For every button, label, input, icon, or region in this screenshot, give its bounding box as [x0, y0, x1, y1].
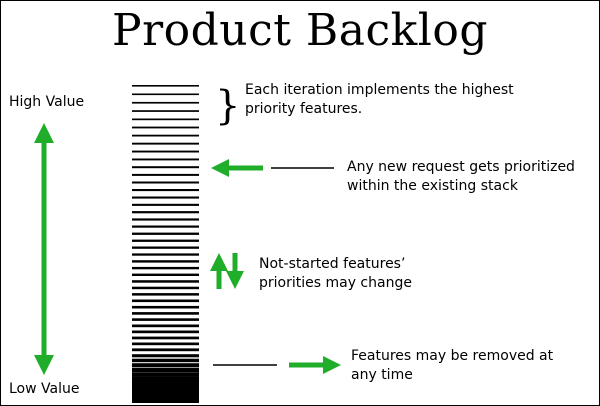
backlog-item-5: [132, 126, 199, 129]
backlog-item-19: [132, 232, 199, 235]
backlog-item-42: [132, 372, 199, 377]
removal-arrow: [289, 356, 341, 374]
low-value-label: Low Value: [9, 381, 80, 397]
backlog-item-39: [132, 358, 199, 363]
backlog-item-6: [132, 134, 199, 137]
backlog-item-48: [132, 399, 199, 403]
new-request-arrow: [211, 159, 263, 177]
backlog-item-15: [132, 203, 199, 206]
iteration-note-line2: priority features.: [245, 101, 363, 117]
backlog-item-47: [132, 394, 199, 402]
value-axis-arrow: [34, 123, 54, 375]
backlog-item-45: [132, 385, 199, 392]
backlog-item-34: [132, 330, 199, 334]
iteration-note: Each iteration implements the highest pr…: [245, 81, 514, 119]
backlog-item-32: [132, 318, 199, 321]
backlog-item-31: [132, 312, 199, 315]
reprioritize-arrows-icon: [210, 253, 244, 289]
backlog-item-36: [132, 342, 199, 346]
backlog-item-13: [132, 189, 199, 192]
backlog-item-24: [132, 266, 199, 270]
backlog-item-40: [132, 363, 199, 368]
removal-note-line2: any time: [351, 367, 413, 383]
new-request-note: Any new request gets prioritized within …: [347, 158, 575, 196]
backlog-item-16: [132, 211, 199, 214]
backlog-item-38: [132, 354, 199, 358]
backlog-item-29: [132, 299, 199, 303]
backlog-item-0: [132, 85, 199, 87]
backlog-item-21: [132, 246, 199, 249]
backlog-item-33: [132, 324, 199, 328]
backlog-item-18: [132, 225, 199, 228]
page-title: Product Backlog: [111, 5, 489, 56]
backlog-item-46: [132, 390, 199, 397]
high-value-label: High Value: [9, 94, 85, 110]
backlog-item-11: [132, 173, 199, 176]
backlog-item-8: [132, 150, 199, 153]
backlog-item-14: [132, 196, 199, 199]
backlog-item-28: [132, 293, 199, 296]
iteration-brace: }: [215, 83, 240, 129]
backlog-item-4: [132, 118, 199, 121]
backlog-item-9: [132, 158, 199, 161]
backlog-item-20: [132, 239, 199, 242]
iteration-note-line1: Each iteration implements the highest: [245, 82, 514, 98]
reprioritize-note-line1: Not-started features’: [259, 256, 406, 272]
backlog-item-22: [132, 253, 199, 256]
backlog-item-10: [132, 166, 199, 169]
new-request-note-line2: within the existing stack: [347, 178, 518, 194]
backlog-item-37: [132, 348, 199, 352]
backlog-item-25: [132, 273, 199, 276]
removal-note: Features may be removed at any time: [351, 347, 553, 385]
backlog-item-35: [132, 336, 199, 340]
backlog-item-27: [132, 286, 199, 290]
backlog-stack: [132, 85, 199, 403]
backlog-item-26: [132, 280, 199, 283]
backlog-item-17: [132, 218, 199, 221]
backlog-item-43: [132, 376, 199, 382]
removal-note-line1: Features may be removed at: [351, 348, 554, 364]
backlog-item-41: [132, 367, 199, 372]
new-request-note-line1: Any new request gets prioritized: [347, 159, 575, 175]
reprioritize-note: Not-started features’ priorities may cha…: [259, 255, 412, 293]
backlog-item-7: [132, 142, 199, 145]
backlog-item-1: [132, 93, 199, 96]
backlog-item-44: [132, 381, 199, 387]
reprioritize-note-line2: priorities may change: [259, 275, 412, 291]
backlog-item-3: [132, 110, 199, 112]
backlog-item-23: [132, 260, 199, 263]
backlog-item-30: [132, 305, 199, 309]
backlog-item-2: [132, 101, 199, 104]
backlog-item-12: [132, 181, 199, 184]
